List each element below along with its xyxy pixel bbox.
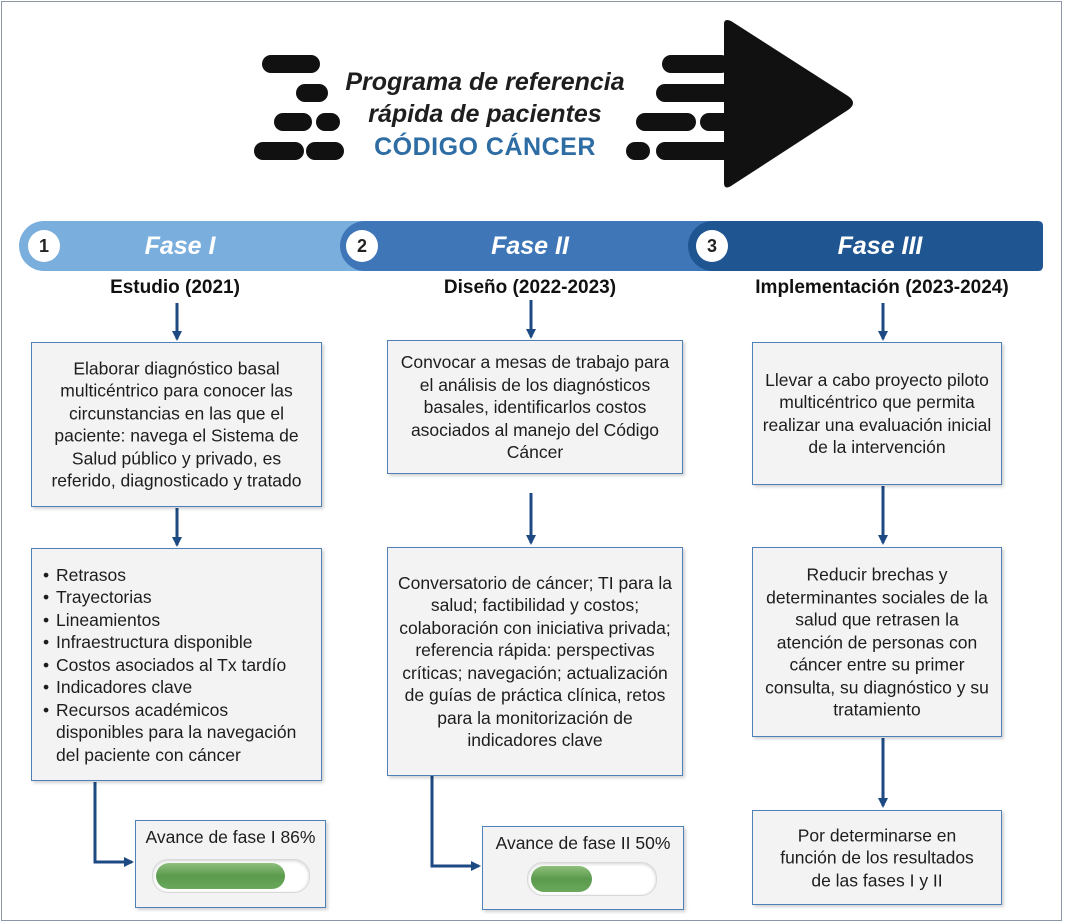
list-item: Trayectorias [36,586,311,609]
phase3-step2-text: Reducir brechas y determinantes sociales… [765,564,989,720]
list-item: Lineamientos [36,608,311,631]
list-item: Costos asociados al Tx tardío [36,653,311,676]
phase2-step1-text: Convocar a mesas de trabajo para el anál… [400,351,670,462]
phase1-progress-fill [156,863,285,889]
list-item: Infraestructura disponible [36,631,311,654]
phase1-bar [19,221,375,271]
phase3-step1-text: Llevar a cabo proyecto piloto multicéntr… [762,369,992,458]
phase2-progress-fill [531,866,592,892]
title-line-2: rápida de pacientes [368,100,602,128]
arrow-logo [254,20,853,188]
program-title: Programa de referencia rápida de pacient… [330,66,640,164]
title-code: CÓDIGO CÁNCER [374,133,596,161]
logo-dash [656,142,736,160]
phase1-progress-box: Avance de fase I 86% [135,820,326,908]
phase2-number: 2 [346,230,378,262]
logo-dash [316,113,340,131]
list-item: Recursos académicos disponibles para la … [36,698,311,766]
phase1-step1-text: Elaborar diagnóstico basal multicéntrico… [51,358,302,491]
phase2-step2-text: Conversatorio de cáncer; TI para la salu… [398,572,672,751]
list-item: Retrasos [36,563,311,586]
phase2-subtitle: Diseño (2022-2023) [443,277,617,298]
arrow-connector [430,776,481,871]
logo-dash [636,113,696,131]
phase2-step2-box: Conversatorio de cáncer; TI para la salu… [387,547,683,776]
phase2-progress-label: Avance de fase II 50% [495,833,671,853]
logo-dash [656,84,736,102]
phase1-progress-track [152,859,310,893]
phase2-step1-box: Convocar a mesas de trabajo para el anál… [387,340,683,474]
logo-dash [296,84,328,102]
phase1-number: 1 [28,230,60,262]
phase2-bar [340,221,720,271]
logo-dash [254,142,304,160]
phase2-progress-track [527,862,657,896]
phase2-label: Fase II [491,232,569,260]
phase3-step3-box: Por determinarse en función de los resul… [752,810,1002,905]
phase3-step1-box: Llevar a cabo proyecto piloto multicéntr… [752,342,1002,485]
logo-dash [306,142,344,160]
phase3-subtitle: Implementación (2023-2024) [755,277,1009,298]
phase1-subtitle: Estudio (2021) [110,277,240,298]
title-line-1: Programa de referencia [345,68,625,96]
arrow-head-icon [724,20,853,188]
phase1-progress-label: Avance de fase I 86% [145,827,316,847]
list-item: Indicadores clave [36,676,311,699]
arrow-connector [93,782,134,867]
phase3-number: 3 [696,230,728,262]
phase3-step3-text: Por determinarse en función de los resul… [780,824,974,890]
phase3-label: Fase III [837,232,923,260]
phase-bar [19,221,1043,271]
phase1-list: Retrasos Trayectorias Lineamientos Infra… [36,563,311,766]
phase1-list-box: Retrasos Trayectorias Lineamientos Infra… [31,548,322,781]
logo-dash [626,142,650,160]
phase1-step1-box: Elaborar diagnóstico basal multicéntrico… [31,342,322,507]
logo-dash [262,55,320,73]
logo-dash [274,113,312,131]
phase2-progress-box: Avance de fase II 50% [482,826,684,910]
phase3-bar [688,221,1043,271]
phase1-label: Fase I [144,232,216,260]
logo-dash [662,55,730,73]
phase3-step2-box: Reducir brechas y determinantes sociales… [752,547,1002,737]
